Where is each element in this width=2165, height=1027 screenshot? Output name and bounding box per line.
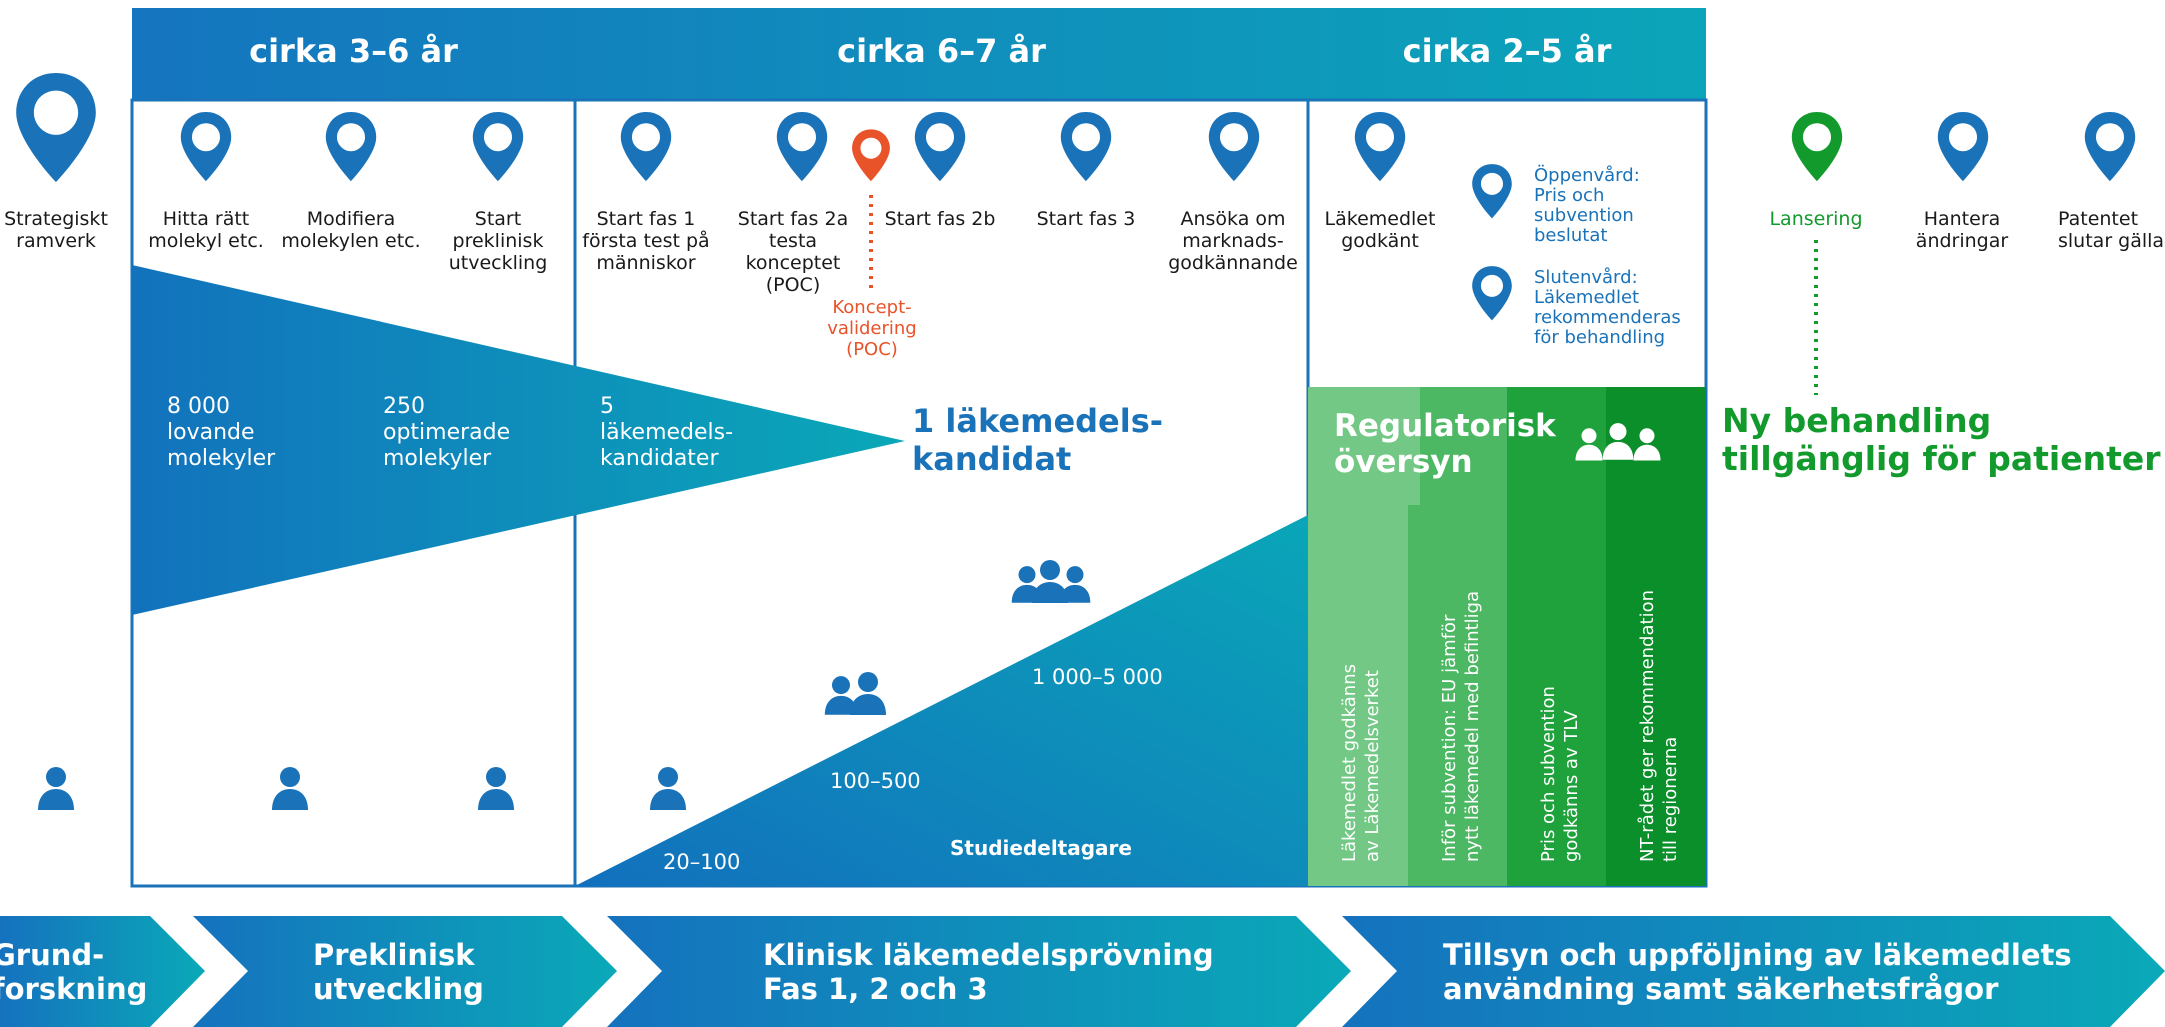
milestone-modifiera: Modifiera molekylen etc.: [281, 208, 421, 252]
milestone-hantera: Hantera ändringar: [1915, 208, 2009, 252]
phase-label-1: Grund- forskning: [0, 938, 148, 1006]
pin-oppenvard-icon: [1472, 164, 1512, 219]
regulatory-step-1: Läkemedlet godkänns av Läkemedelsverket: [1339, 664, 1383, 862]
participants-wedge: [575, 515, 1308, 886]
pin-hantera-icon: [1937, 112, 1989, 182]
pin-hitta-icon: [180, 112, 232, 182]
milestone-patentet: Patentet slutar gälla: [2058, 208, 2165, 252]
pin-fas3-icon: [1060, 112, 1112, 182]
milestone-hitta: Hitta rätt molekyl etc.: [148, 208, 264, 252]
regulatory-col-4: [1606, 505, 1706, 886]
funnel-result: 1 läkemedels- kandidat: [912, 402, 1164, 478]
pin-modifiera-icon: [325, 112, 377, 182]
phase-arrow-2: [193, 916, 617, 1027]
pin-slutenvard-icon: [1472, 266, 1512, 321]
pin-lansering-icon: [1791, 112, 1843, 182]
people-group-icon: [1011, 560, 1091, 603]
funnel-shape: [132, 265, 905, 615]
participants-count-2: 100–500: [830, 769, 921, 793]
participants-count-1: 20–100: [663, 850, 741, 874]
phase-label-4: Tillsyn och uppföljning av läkemedlets a…: [1443, 938, 2072, 1006]
person-icon: [650, 767, 686, 810]
milestone-strategiskt: Strategiskt ramverk: [4, 208, 108, 252]
regulatory-col-2: [1408, 505, 1507, 886]
pin-fas2b-icon: [914, 112, 966, 182]
pin-fas1-icon: [620, 112, 672, 182]
period-label-2: cirka 6–7 år: [837, 32, 1046, 70]
phase-label-2: Preklinisk utveckling: [313, 938, 484, 1006]
pin-preklinisk-icon: [472, 112, 524, 182]
regulatory-col-1: [1308, 505, 1408, 886]
oppenvard-note: Öppenvård: Pris och subvention beslutat: [1534, 165, 1640, 246]
phase-label-3: Klinisk läkemedelsprövning Fas 1, 2 och …: [763, 938, 1214, 1006]
milestone-godkant: Läkemedlet godkänt: [1324, 208, 1436, 252]
slutenvard-note: Slutenvård: Läkemedlet rekommenderas för…: [1534, 267, 1681, 348]
pin-patentet-icon: [2084, 112, 2136, 182]
funnel-stage-1: 8 000 lovande molekyler: [167, 394, 276, 471]
milestone-lansering: Lansering: [1769, 208, 1863, 230]
period-header-bar: [132, 8, 1706, 100]
participants-label: Studiedeltagare: [950, 836, 1132, 860]
pin-fas2a-icon: [776, 112, 828, 182]
phase-arrow-1: [0, 916, 205, 1027]
person-icon: [272, 767, 308, 810]
regulatory-title: Regulatorisk översyn: [1334, 408, 1556, 480]
period-label-1: cirka 3–6 år: [249, 32, 458, 70]
period-label-3: cirka 2–5 år: [1402, 32, 1612, 70]
regulatory-step-3: Pris och subvention godkänns av TLV: [1538, 686, 1582, 862]
regulatory-step-4: NT-rådet ger rekommendation till regione…: [1637, 590, 1681, 862]
milestone-fas2b: Start fas 2b: [884, 208, 996, 230]
participants-count-3: 1 000–5 000: [1032, 665, 1163, 689]
ny-behandling-text: Ny behandling tillgänglig för patienter: [1722, 401, 2161, 478]
phase-arrow-4: [1342, 916, 2165, 1027]
people-pair-icon: [824, 672, 886, 715]
pin-strategiskt-icon: [16, 72, 96, 183]
person-icon: [38, 767, 74, 810]
pin-poc-icon: [852, 129, 890, 182]
milestone-ansoka: Ansöka om marknads- godkännande: [1168, 208, 1298, 274]
pin-ansoka-icon: [1208, 112, 1260, 182]
milestone-fas1: Start fas 1 första test på människor: [582, 208, 710, 274]
person-icon: [478, 767, 514, 810]
funnel-stage-3: 5 läkemedels- kandidater: [600, 394, 734, 471]
koncept-validering-note: Koncept- validering (POC): [827, 297, 917, 360]
milestone-fas3: Start fas 3: [1036, 208, 1136, 230]
milestone-fas2a: Start fas 2a testa konceptet (POC): [737, 208, 849, 296]
pin-godkant-icon: [1354, 112, 1406, 182]
phase-arrow-3: [607, 916, 1351, 1027]
milestone-start-preklinisk: Start preklinisk utveckling: [448, 208, 548, 274]
regulatory-col-3: [1507, 505, 1606, 886]
funnel-stage-2: 250 optimerade molekyler: [383, 394, 511, 471]
regulatory-step-2: Inför subvention: EU jämför nytt läkemed…: [1439, 590, 1483, 862]
